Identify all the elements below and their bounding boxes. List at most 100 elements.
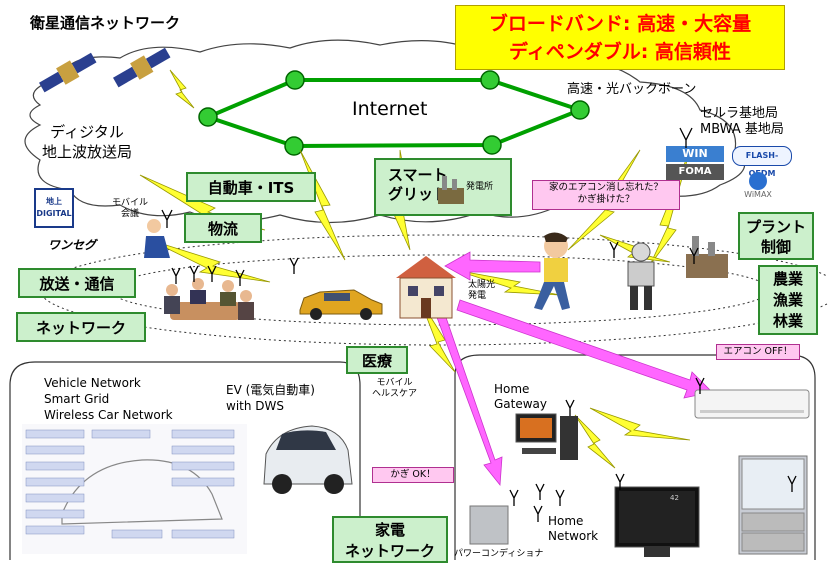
digital-broadcast-line1: ディジタル: [50, 123, 124, 141]
headline-dependable: ディペンダブル: 高信頼性: [509, 41, 731, 63]
network-box: ネットワーク: [16, 312, 146, 342]
mobile-healthcare-label: モバイル ヘルスケア: [372, 378, 417, 400]
air-conditioner-icon: [694, 389, 810, 419]
meeting-group-icon: [164, 278, 254, 320]
mobile-healthcare-line1: モバイル: [376, 378, 413, 388]
appliance-net-line1: 家電: [374, 521, 405, 539]
ev-line2: with DWS: [226, 399, 284, 413]
solar-line2: 発電: [468, 291, 487, 301]
ring-node: [198, 107, 218, 127]
agri-line2: 漁業: [772, 291, 803, 309]
aircon-question-line2: かぎ掛けた？: [577, 194, 635, 205]
home-gateway-line1: Home: [494, 382, 530, 396]
internet-label: Internet: [352, 98, 428, 120]
tv-badge: 42: [670, 494, 679, 502]
cellular-label: セルラ基地局 MBWA 基地局: [700, 106, 784, 138]
aircon-question-line1: 家のエアコン消し忘れた？: [548, 182, 663, 193]
key-ok-callout: かぎ OK！: [372, 467, 454, 483]
chidigi-logo-text: 地上DIGITAL: [36, 197, 72, 218]
oneseg-logo-text: ワンセグ: [48, 238, 97, 252]
backbone-label: 高速・光バックボーン: [567, 82, 697, 97]
home-gateway-line2: Gateway: [494, 397, 548, 411]
lightning-bolt: [169, 69, 195, 109]
television-icon: [614, 486, 700, 557]
pc-gateway-icon: [515, 413, 578, 460]
car-icon: [299, 289, 383, 320]
house-icon: [396, 256, 456, 319]
pink-arrow-to-house: [444, 251, 541, 281]
vehicle-panel-outline: [9, 361, 361, 560]
medical-box: 医療: [346, 346, 408, 374]
smart-grid-box: スマート グリッド 発電所: [374, 158, 512, 216]
plant-control-box: プラント 制御: [738, 212, 814, 260]
home-network-line1: Home: [548, 514, 584, 528]
ring-node: [285, 70, 305, 90]
ring-node: [570, 100, 590, 120]
plant-control-line1: プラント: [745, 218, 806, 236]
solar-label: 太陽光 発電: [468, 280, 495, 302]
oneseg-logo: ワンセグ: [34, 236, 110, 254]
digital-broadcast-label: ディジタル 地上波放送局: [42, 122, 132, 162]
satellite-network-label: 衛星通信ネットワーク: [30, 14, 181, 32]
smart-grid-line1: スマート: [388, 166, 448, 184]
ev-label: EV (電気自動車) with DWS: [226, 382, 315, 414]
mobile-healthcare-line2: ヘルスケア: [372, 389, 418, 399]
solar-line1: 太陽光: [468, 280, 496, 290]
power-plant-label: 発電所: [466, 182, 494, 192]
aircon-question-callout: 家のエアコン消し忘れた？ かぎ掛けた？: [532, 180, 680, 210]
power-plant-icon: [438, 176, 464, 204]
power-conditioner-icon: [469, 505, 509, 545]
mobile-meeting-label: モバイル 会議: [112, 198, 148, 220]
smart-grid-line2: グリッド: [388, 185, 449, 203]
flash-ofdm-logo: FLASH-OFDM: [732, 146, 792, 178]
power-conditioner-label: パワーコンディショナ: [454, 549, 544, 559]
wimax-logo-text: WiMAX: [744, 190, 772, 199]
ring-node: [480, 70, 500, 90]
foma-logo-text: FOMA: [678, 166, 712, 177]
broadcast-comm-box: 放送・通信: [18, 268, 136, 298]
robot-icon: [627, 242, 655, 310]
ev-car-icon: [263, 425, 353, 494]
headline-banner: ブロードバンド: 高速・大容量 ディペンダブル: 高信頼性: [455, 5, 785, 70]
home-network-line2: Network: [548, 529, 599, 543]
lightning-bolt: [149, 239, 271, 283]
lightning-bolt: [299, 149, 346, 261]
wimax-logo: WiMAX: [738, 172, 778, 202]
vehicle-schematic-figure: [22, 424, 247, 554]
ev-line1: EV (電気自動車): [226, 383, 315, 397]
agri-line1: 農業: [772, 270, 803, 288]
mobile-meeting-line2: 会議: [121, 209, 140, 219]
vehicle-network-label: Vehicle Network: [44, 376, 141, 390]
agri-line3: 林業: [772, 312, 803, 330]
satellite-icon: [113, 47, 171, 88]
win-logo-text: WIN: [682, 147, 708, 160]
foma-logo: FOMA: [666, 164, 724, 180]
smart-grid-en-label: Smart Grid: [44, 392, 110, 406]
ring-node: [284, 136, 304, 156]
home-network-label: Home Network: [548, 514, 598, 544]
wireless-car-network-label: Wireless Car Network: [44, 408, 173, 422]
pink-arrow-to-home-net: [431, 299, 503, 487]
appliance-network-box: 家電 ネットワーク: [332, 516, 448, 563]
cellular-line2: MBWA 基地局: [700, 122, 784, 137]
cloud-outline: [24, 39, 746, 224]
automotive-its-box: 自動車・ITS: [186, 172, 316, 202]
lightning-bolt: [589, 407, 691, 441]
factory-icon: [686, 236, 728, 278]
logistics-box: 物流: [184, 213, 262, 243]
person-with-phone-icon: [534, 232, 570, 310]
headline-broadband: ブロードバンド: 高速・大容量: [488, 13, 752, 35]
satellite-icon: [39, 52, 97, 93]
cellular-line1: セルラ基地局: [700, 106, 779, 121]
win-logo: WIN: [666, 146, 724, 162]
plant-control-line2: 制御: [760, 238, 791, 256]
appliance-net-line2: ネットワーク: [344, 542, 435, 560]
digital-broadcast-line2: 地上波放送局: [42, 143, 133, 161]
refrigerator-icon: [738, 455, 808, 555]
mobile-meeting-line1: モバイル: [112, 198, 149, 208]
aircon-off-callout: エアコン OFF！: [716, 344, 800, 360]
agri-fish-forest-box: 農業 漁業 林業: [758, 265, 818, 335]
chidigi-logo: 地上DIGITAL: [34, 188, 74, 228]
home-gateway-label: Home Gateway: [494, 382, 547, 412]
ring-node: [482, 135, 502, 155]
